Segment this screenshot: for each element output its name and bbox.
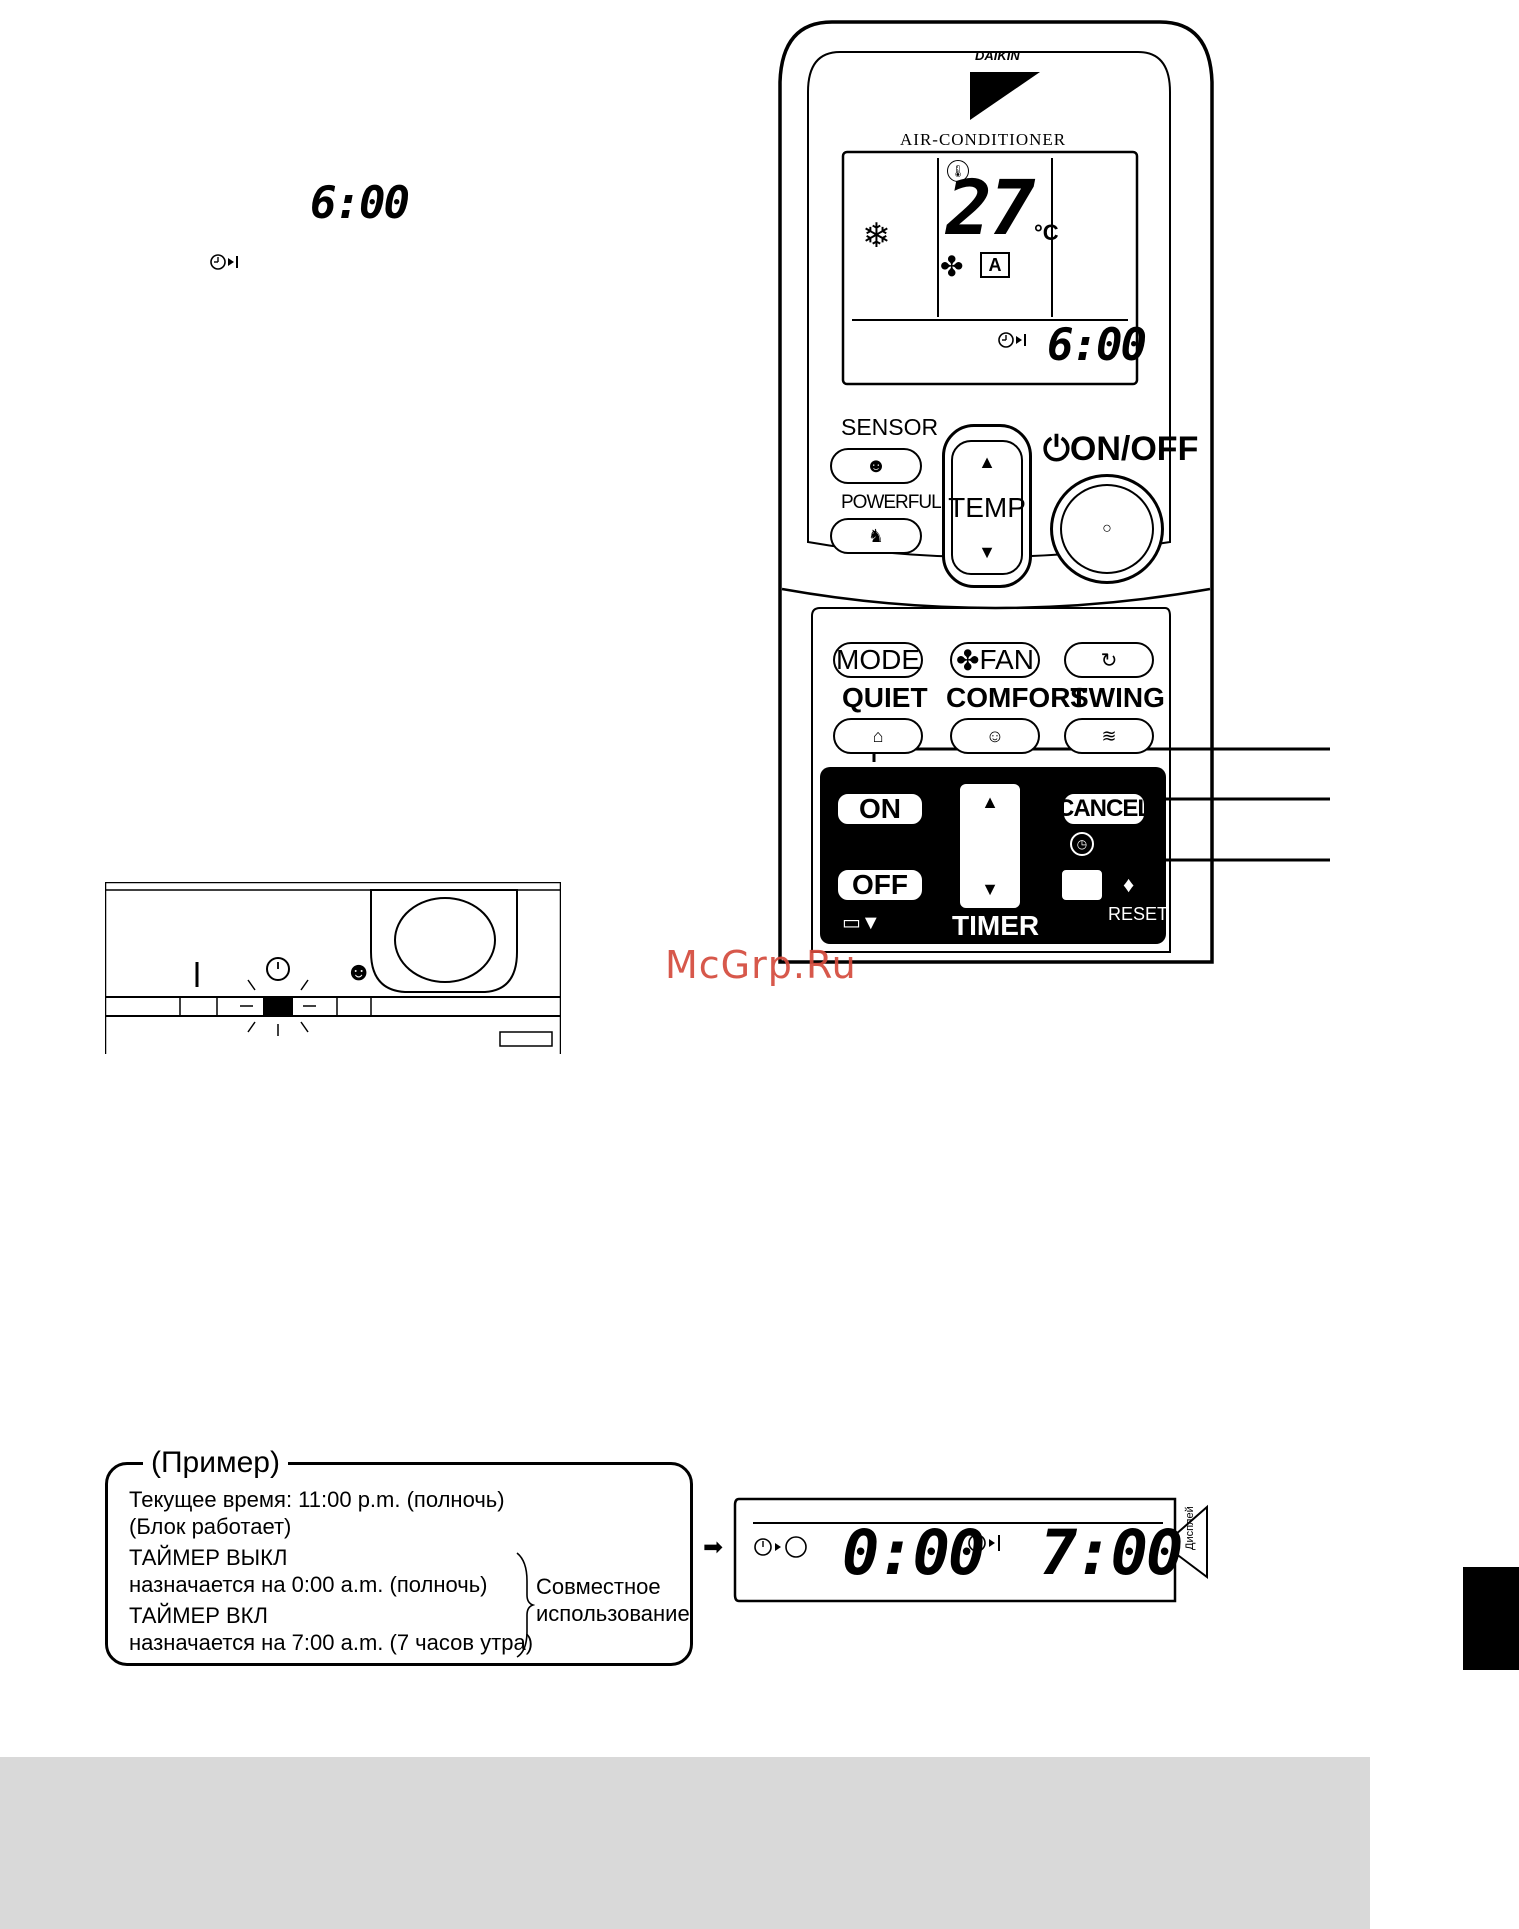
comfort-label: COMFORT bbox=[946, 682, 1088, 713]
lamp-blink-rays bbox=[240, 979, 316, 1036]
temp-down-icon[interactable]: ▼ bbox=[978, 542, 996, 562]
display-off-time: 0:00 bbox=[842, 1516, 985, 1589]
snowflake-icon: ❄ bbox=[862, 217, 891, 255]
comfort-button[interactable]: ☺ bbox=[950, 718, 1040, 754]
example-line-3: ТАЙМЕР ВЫКЛ bbox=[129, 1545, 288, 1570]
timer-label: TIMER bbox=[952, 910, 1040, 941]
quiet-button[interactable]: ⌂ bbox=[833, 718, 923, 754]
timer-down-icon[interactable]: ▼ bbox=[981, 879, 999, 899]
clock-button[interactable] bbox=[1062, 870, 1102, 900]
mode-button[interactable]: MODE bbox=[833, 642, 923, 678]
fan-auto-indicator: A bbox=[980, 252, 1010, 278]
thermometer-icon: 🌡 bbox=[947, 160, 969, 182]
swing-button[interactable]: ≋ bbox=[1064, 718, 1154, 754]
sensor-person-icon: ☻ bbox=[865, 454, 887, 477]
lcd-timer-time: 6:00 bbox=[1047, 320, 1147, 371]
battery-low-icon: ▭▼ bbox=[842, 912, 881, 934]
timer-up-icon[interactable]: ▲ bbox=[981, 792, 999, 812]
example-line-4: назначается на 0:00 a.m. (полночь) bbox=[129, 1572, 488, 1597]
timer-off-icon bbox=[210, 254, 238, 270]
example-line-1: Текущее время: 11:00 p.m. (полночь) bbox=[129, 1487, 505, 1512]
brand-logo-text: DAIKIN bbox=[975, 48, 1020, 63]
powerful-button[interactable]: ♞ bbox=[830, 518, 922, 554]
example-line-5: ТАЙМЕР ВКЛ bbox=[129, 1603, 268, 1628]
swing-top-button[interactable]: ↻ bbox=[1064, 642, 1154, 678]
quiet-label: QUIET bbox=[842, 682, 928, 713]
side-timer-readout: 6:00 bbox=[310, 178, 410, 229]
reset-label[interactable]: RESET bbox=[1108, 904, 1169, 924]
example-title: (Пример) bbox=[143, 1446, 288, 1480]
fan-icon: ✤ bbox=[940, 251, 964, 282]
section-tab bbox=[1463, 1567, 1519, 1670]
on-off-label: ⏻ON/OFF bbox=[1043, 430, 1199, 468]
power-icon: ⏻ bbox=[1043, 430, 1070, 468]
temp-up-icon[interactable]: ▲ bbox=[978, 452, 996, 472]
example-line-2: (Блок работает) bbox=[129, 1514, 292, 1539]
on-off-button[interactable]: ○ bbox=[1050, 474, 1164, 584]
fan-button-icon: ✤ bbox=[956, 644, 980, 676]
timer-lamp bbox=[263, 997, 293, 1016]
display-on-time: 7:00 bbox=[1040, 1516, 1183, 1589]
unit-timer-icon bbox=[266, 957, 290, 981]
lcd-temperature: 27 bbox=[946, 163, 1036, 252]
timer-rocker[interactable]: ▲ ▼ bbox=[958, 782, 1022, 910]
remote-control: DAIKIN AIR-CONDITIONER ❄ 🌡 27 °C ✤ A 6:0… bbox=[770, 12, 1330, 1002]
reset-pin-icon: ♦ bbox=[1123, 872, 1135, 897]
clock-icon: ◷ bbox=[1070, 832, 1094, 856]
timer-on-button[interactable]: ON bbox=[836, 792, 924, 826]
quiet-house-icon: ⌂ bbox=[872, 725, 884, 746]
swing-icon: ↻ bbox=[1100, 649, 1118, 672]
on-off-button-inner: ○ bbox=[1060, 484, 1154, 574]
powerful-icon: ♞ bbox=[867, 525, 885, 546]
on-off-dot-icon: ○ bbox=[1102, 520, 1112, 537]
swing-louver-icon: ≋ bbox=[1101, 725, 1117, 746]
lcd-temperature-unit: °C bbox=[1034, 220, 1059, 245]
footer-band bbox=[0, 1757, 1370, 1929]
example-box: Текущее время: 11:00 p.m. (полночь) (Бло… bbox=[105, 1462, 693, 1666]
sensor-button[interactable]: ☻ bbox=[830, 448, 922, 484]
indoor-unit-panel: ☻ bbox=[105, 882, 561, 1054]
comfort-person-icon: ☺ bbox=[985, 725, 1005, 746]
watermark: McGrp.Ru bbox=[665, 943, 857, 987]
fan-button[interactable]: ✤FAN bbox=[950, 642, 1040, 678]
joint-brace bbox=[516, 1552, 535, 1658]
temp-rocker[interactable]: ▲ TEMP ▼ bbox=[948, 440, 1026, 575]
powerful-label: POWERFUL bbox=[841, 492, 942, 513]
sensor-label: SENSOR bbox=[841, 414, 939, 440]
example-line-6: назначается на 7:00 a.m. (7 часов утра) bbox=[129, 1630, 534, 1655]
lcd-timer-off-icon bbox=[998, 332, 1026, 348]
swing-label: SWING bbox=[1070, 682, 1165, 713]
example-display bbox=[733, 1497, 1208, 1603]
cancel-button[interactable]: CANCEL bbox=[1057, 792, 1152, 826]
timer-off-button[interactable]: OFF bbox=[836, 868, 924, 902]
display-timer-off-icon bbox=[754, 1536, 807, 1558]
display-timer-on-icon bbox=[968, 1534, 1000, 1552]
model-label: AIR-CONDITIONER bbox=[900, 130, 1067, 149]
arrow-right-icon: ➡ bbox=[703, 1534, 724, 1561]
unit-sensor-icon: ☻ bbox=[345, 956, 372, 986]
temp-label: TEMP bbox=[948, 491, 1026, 523]
display-tag: Дисплей bbox=[1184, 1506, 1196, 1550]
